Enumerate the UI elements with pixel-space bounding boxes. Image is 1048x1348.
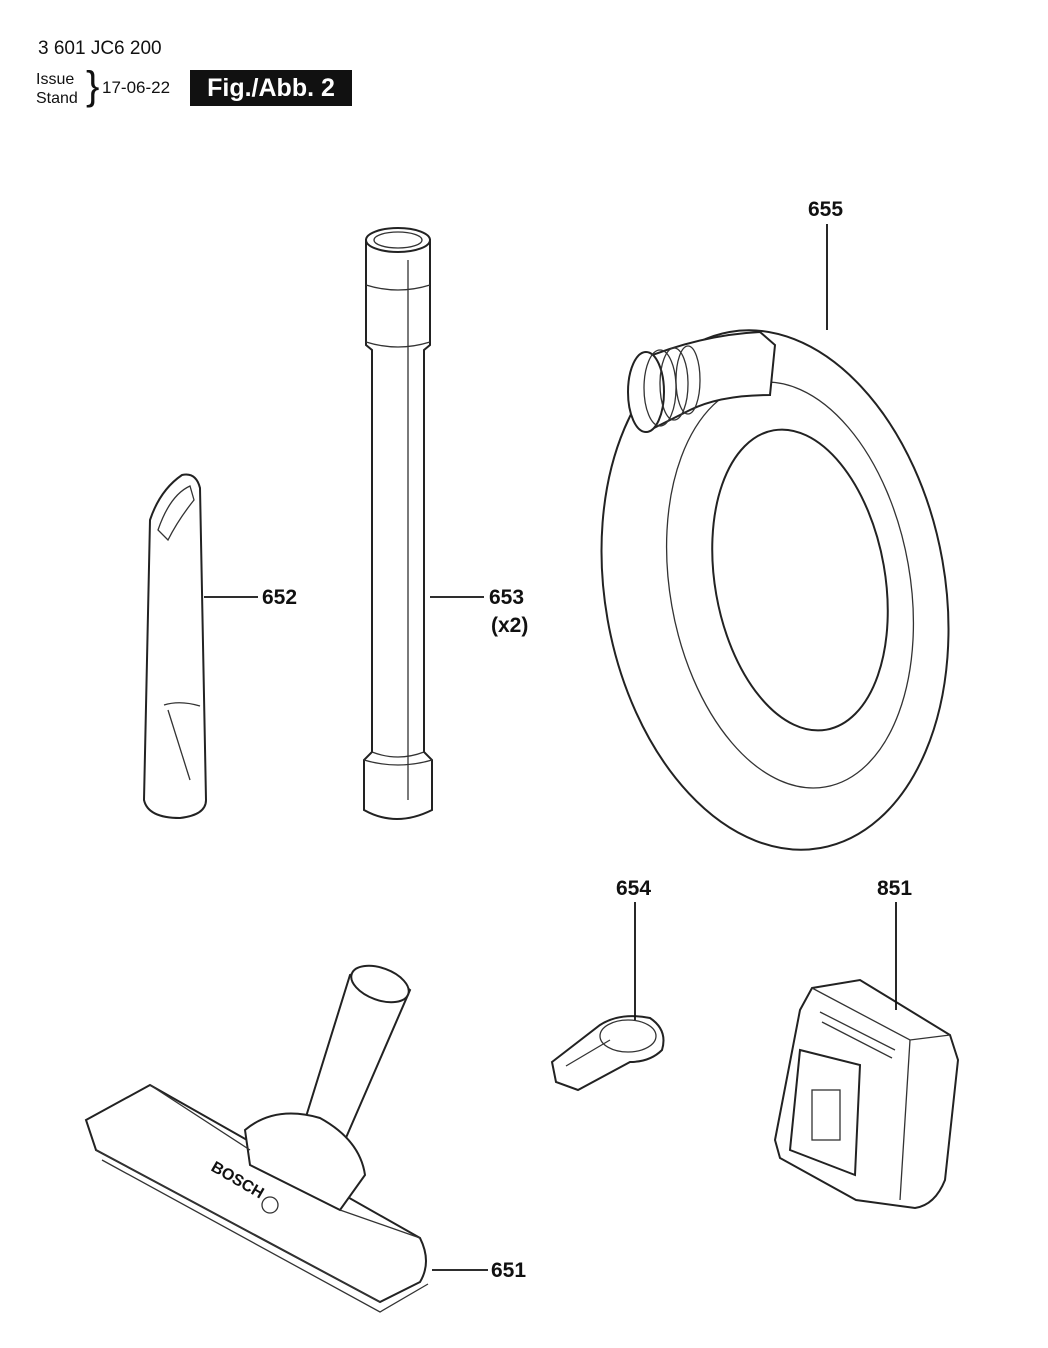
brace-glyph: } xyxy=(86,64,100,108)
label-654: 654 xyxy=(616,877,651,900)
figure-label: Fig./Abb. 2 xyxy=(190,70,352,106)
label-652: 652 xyxy=(262,586,297,609)
part-number: 3 601 JC6 200 xyxy=(38,38,162,59)
issue-date: 17-06-22 xyxy=(102,78,171,97)
label-655: 655 xyxy=(808,198,843,221)
stand-label: Stand xyxy=(36,90,78,107)
part-652-crevice-nozzle xyxy=(142,473,208,820)
label-653: 653 xyxy=(489,586,524,609)
part-654-clip xyxy=(550,1015,665,1092)
label-851: 851 xyxy=(877,877,912,900)
part-651-floor-nozzle xyxy=(84,964,429,1313)
part-653-extension-tube xyxy=(363,227,433,820)
issue-stand-label: Issue Stand xyxy=(36,70,78,108)
label-653-qty: (x2) xyxy=(491,614,528,637)
label-651: 651 xyxy=(491,1259,526,1282)
issue-label: Issue xyxy=(36,71,75,88)
part-655-suction-hose xyxy=(600,329,950,851)
part-851-battery xyxy=(773,978,960,1210)
